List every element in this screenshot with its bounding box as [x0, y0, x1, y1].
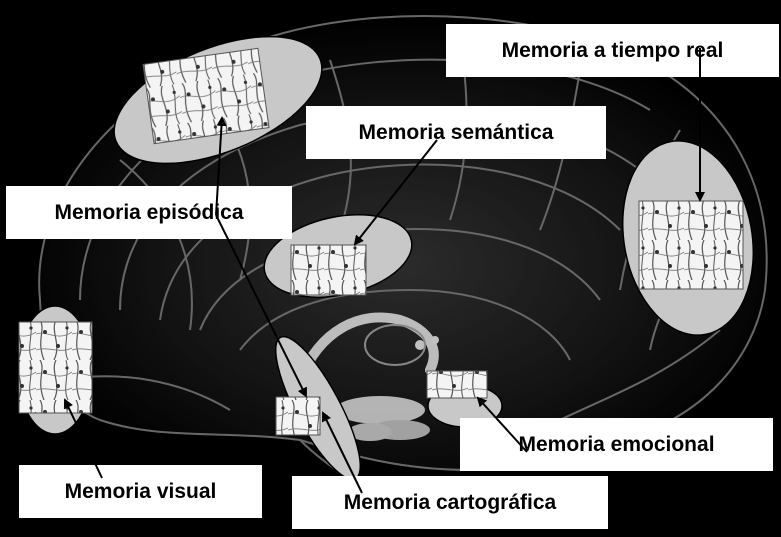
label-real-time-memory: Memoria a tiempo real	[446, 24, 779, 77]
label-emotional-memory: Memoria emocional	[460, 418, 773, 471]
neuron-network-icon	[143, 48, 269, 143]
neuron-network-icon	[639, 201, 743, 289]
neuron-network-icon	[291, 245, 366, 295]
label-episodic-memory: Memoria episódica	[6, 186, 292, 239]
label-cartographic-memory: Memoria cartográfica	[292, 476, 608, 529]
label-semantic-memory: Memoria semántica	[306, 106, 606, 159]
neuron-network-icon	[19, 322, 92, 413]
neuron-network-icon	[276, 397, 320, 435]
label-visual-memory: Memoria visual	[19, 465, 262, 518]
neuron-network-icon	[427, 371, 487, 398]
